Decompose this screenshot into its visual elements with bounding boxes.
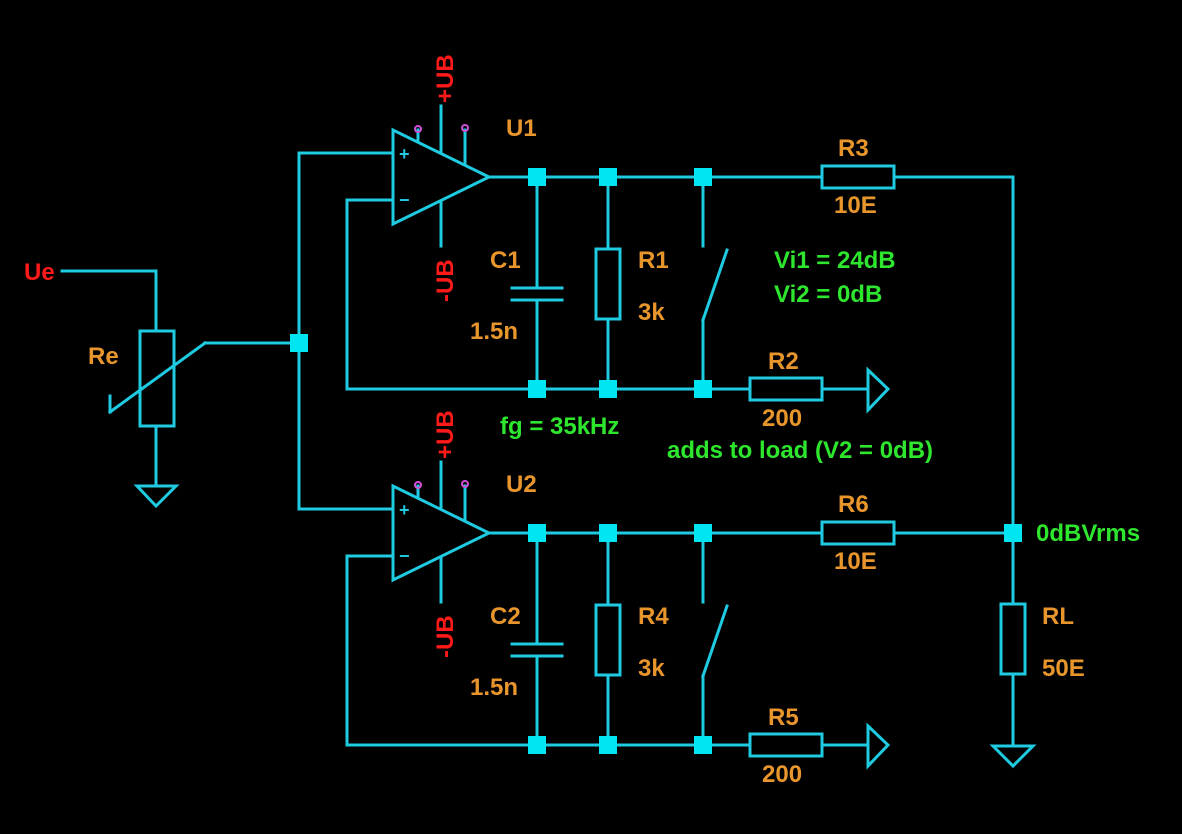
junction-node [599, 380, 617, 398]
output-node [1004, 524, 1022, 542]
r1-label: R1 [638, 247, 669, 274]
vi1-annotation: Vi1 = 24dB [774, 247, 896, 274]
c2-label: C2 [490, 603, 521, 630]
junction-node [694, 168, 712, 186]
resistor-r6 [820, 520, 896, 546]
resistor-r3 [820, 164, 896, 190]
feedback-wire-u1 [345, 198, 752, 391]
junction-node [599, 524, 617, 542]
junction-node [528, 380, 546, 398]
resistor-r2 [748, 376, 870, 402]
output-rail-u1 [487, 175, 1015, 535]
rl-label: RL [1042, 603, 1074, 630]
resistor-r4 [594, 531, 622, 747]
resistor-r5 [748, 732, 870, 758]
c1-value: 1.5n [470, 318, 518, 345]
svg-text:+: + [399, 144, 410, 164]
svg-text:−: − [399, 190, 410, 210]
r6-value: 10E [834, 548, 877, 575]
opamp-u1: + − [391, 104, 493, 248]
r2-value: 200 [762, 405, 802, 432]
vi2-annotation: Vi2 = 0dB [774, 281, 882, 308]
input-bus [297, 151, 395, 511]
ground-symbol-pot [133, 484, 180, 509]
ground-symbol-load [989, 744, 1037, 769]
r2-label: R2 [768, 348, 799, 375]
junction-node [528, 524, 546, 542]
svg-text:+: + [399, 500, 410, 520]
fg-annotation: fg = 35kHz [500, 413, 619, 440]
u2-supply-pos-label: +UB [432, 410, 459, 459]
ground-symbol-r2 [866, 366, 891, 414]
opamp-u2: + − [391, 460, 493, 604]
switch-2 [701, 531, 729, 747]
r4-value: 3k [638, 655, 665, 682]
junction-node [599, 736, 617, 754]
r5-label: R5 [768, 704, 799, 731]
r6-label: R6 [838, 491, 869, 518]
potentiometer-re [107, 329, 301, 488]
junction-node [694, 736, 712, 754]
r4-label: R4 [638, 603, 669, 630]
resistor-rl [999, 531, 1027, 748]
c1-label: C1 [490, 247, 521, 274]
r3-label: R3 [838, 135, 869, 162]
resistor-r1 [594, 175, 622, 391]
junction-node [599, 168, 617, 186]
feedback-wire-u2 [345, 554, 752, 747]
load-note-annotation: adds to load (V2 = 0dB) [667, 437, 933, 464]
junction-node [290, 334, 308, 352]
u1-supply-neg-label: -UB [432, 259, 459, 302]
u1-supply-pos-label: +UB [432, 54, 459, 103]
r3-value: 10E [834, 192, 877, 219]
ground-symbol-r5 [866, 722, 891, 770]
junction-node [694, 380, 712, 398]
u2-supply-neg-label: -UB [432, 615, 459, 658]
junction-node [528, 736, 546, 754]
re-label: Re [88, 343, 119, 370]
u1-label: U1 [506, 115, 537, 142]
output-level-annotation: 0dBVrms [1036, 520, 1140, 547]
input-wire [60, 269, 158, 333]
capacitor-c2 [510, 531, 564, 747]
capacitor-c1 [510, 175, 564, 391]
junction-node [694, 524, 712, 542]
switch-1 [701, 175, 729, 391]
svg-text:−: − [399, 546, 410, 566]
rl-value: 50E [1042, 655, 1085, 682]
junction-node [528, 168, 546, 186]
r1-value: 3k [638, 299, 665, 326]
c2-value: 1.5n [470, 674, 518, 701]
u2-label: U2 [506, 471, 537, 498]
input-label: Ue [24, 259, 55, 286]
r5-value: 200 [762, 761, 802, 788]
